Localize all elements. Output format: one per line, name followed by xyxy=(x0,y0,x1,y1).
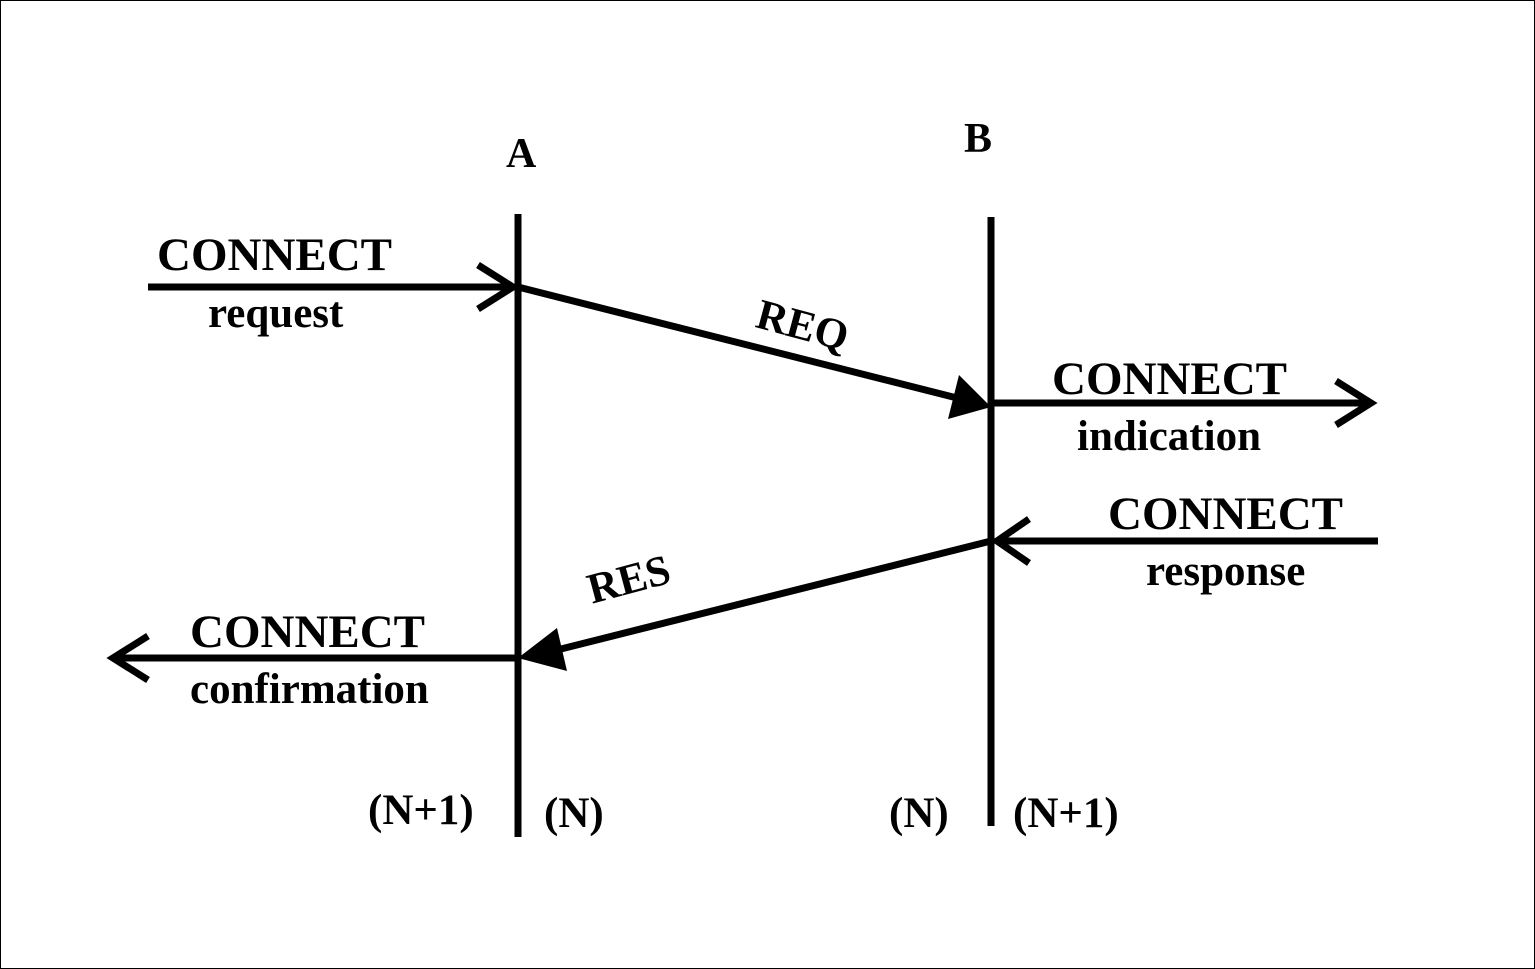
confirmation-label-line2: confirmation xyxy=(190,666,429,713)
request-arrow xyxy=(148,262,520,312)
confirmation-label-line1: CONNECT xyxy=(190,606,426,658)
indication-label-line1: CONNECT xyxy=(1052,353,1288,405)
layer-label-b-left: (N) xyxy=(889,790,949,837)
node-a-label: A xyxy=(506,131,537,177)
response-label-line1: CONNECT xyxy=(1108,488,1344,540)
request-label-line2: request xyxy=(208,290,344,337)
req-arrow xyxy=(517,283,991,419)
confirmation-arrow xyxy=(106,633,518,683)
indication-label-line2: indication xyxy=(1077,413,1261,460)
node-b-label: B xyxy=(964,116,993,162)
res-arrow xyxy=(518,537,992,671)
layer-label-b-right: (N+1) xyxy=(1013,790,1119,837)
request-label-line1: CONNECT xyxy=(157,229,393,281)
response-arrow xyxy=(990,516,1378,566)
response-label-line2: response xyxy=(1146,548,1306,595)
layer-label-a-left: (N+1) xyxy=(368,787,474,834)
layer-label-a-right: (N) xyxy=(544,790,604,837)
indication-arrow xyxy=(991,378,1378,428)
